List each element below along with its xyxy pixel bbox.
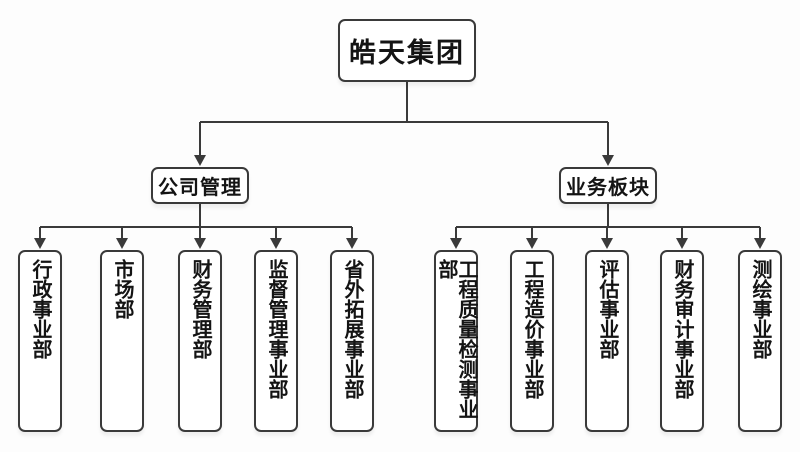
leaf-node-financial-management: 财务管理部 (178, 250, 222, 432)
branch-label: 公司管理 (158, 177, 242, 199)
branch-node-business-sectors: 业务板块 (559, 167, 657, 204)
leaf-node-out-of-province-expansion: 省外拓展事业部 (330, 250, 374, 432)
leaf-label: 市场部 (111, 259, 133, 319)
org-root-node: 皓天集团 (338, 19, 476, 82)
leaf-node-marketing: 市场部 (100, 250, 144, 432)
arrowhead-icon (601, 238, 613, 249)
leaf-label: 财务管理部 (189, 259, 211, 359)
arrowhead-icon (754, 238, 766, 249)
leaf-label: 评估事业部 (596, 259, 618, 359)
org-root-label: 皓天集团 (349, 38, 465, 68)
branch-label: 业务板块 (566, 177, 650, 199)
leaf-node-appraisal: 评估事业部 (585, 250, 629, 432)
arrowhead-icon (116, 238, 128, 249)
leaf-node-quality-inspection: 工程质量检测事业部 (434, 250, 478, 432)
arrowhead-icon (194, 155, 206, 166)
leaf-label: 行政事业部 (29, 259, 51, 359)
arrowhead-icon (526, 238, 538, 249)
arrowhead-icon (34, 238, 46, 249)
arrowhead-icon (270, 238, 282, 249)
leaf-node-financial-audit: 财务审计事业部 (660, 250, 704, 432)
leaf-label: 财务审计事业部 (671, 259, 693, 399)
branch-node-company-management: 公司管理 (151, 167, 249, 204)
leaf-label: 测绘事业部 (749, 259, 771, 359)
arrowhead-icon (194, 238, 206, 249)
arrowhead-icon (346, 238, 358, 249)
connector-line-group (39, 82, 761, 240)
arrowhead-icon (450, 238, 462, 249)
leaf-label: 监督管理事业部 (265, 259, 287, 399)
arrowhead-icon (676, 238, 688, 249)
leaf-node-surveying-mapping: 测绘事业部 (738, 250, 782, 432)
leaf-label: 省外拓展事业部 (341, 259, 363, 399)
leaf-label: 工程造价事业部 (521, 259, 543, 399)
leaf-node-engineering-cost: 工程造价事业部 (510, 250, 554, 432)
leaf-node-administration: 行政事业部 (18, 250, 62, 432)
arrowhead-icon (602, 155, 614, 166)
leaf-label: 工程质量检测事业部 (435, 259, 477, 419)
arrowhead-group (34, 155, 766, 249)
leaf-node-supervision-management: 监督管理事业部 (254, 250, 298, 432)
